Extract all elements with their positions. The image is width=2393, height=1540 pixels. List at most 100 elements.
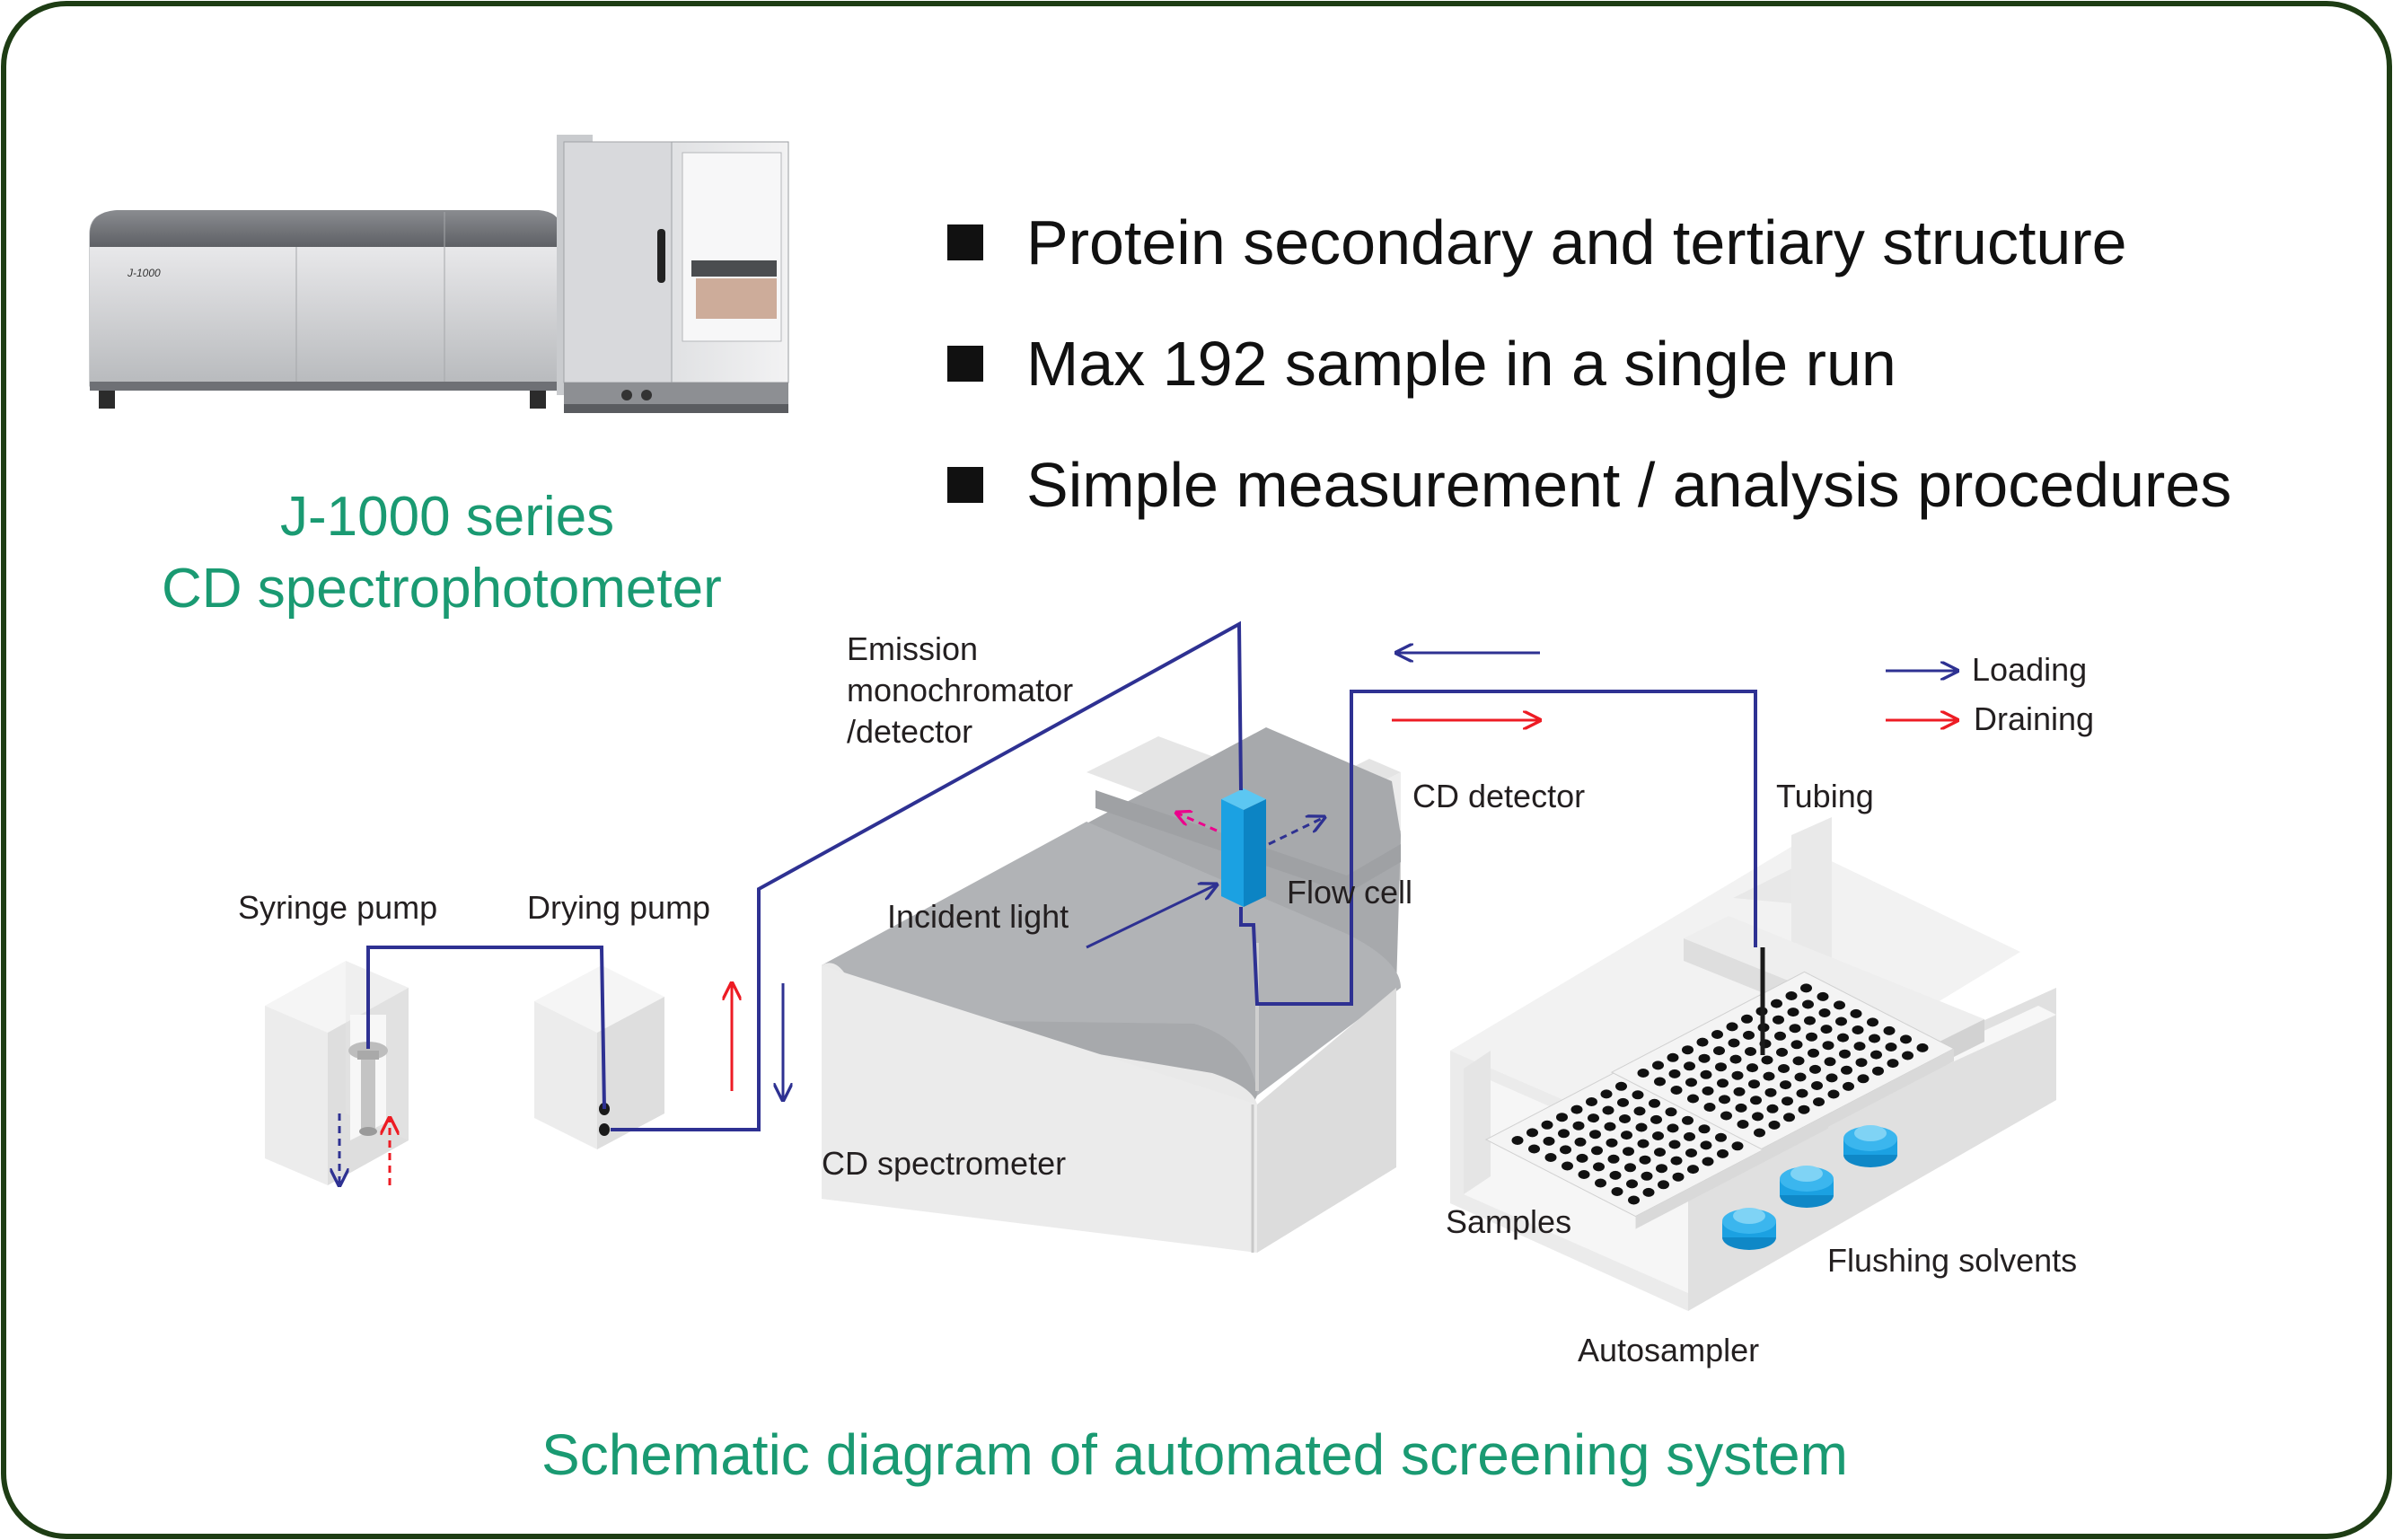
sample-well [1820, 1025, 1833, 1034]
sample-well [1668, 1069, 1681, 1078]
sample-well [1611, 1187, 1623, 1196]
sample-well [1556, 1113, 1568, 1122]
sample-well [1572, 1121, 1585, 1131]
bullet-text: Simple measurement / analysis procedures [1026, 450, 2232, 520]
sample-well [1700, 1069, 1712, 1079]
sample-well [1717, 1148, 1729, 1158]
sample-well [1639, 1155, 1651, 1165]
drying-pump [534, 965, 664, 1149]
bullet-square-icon [947, 224, 983, 260]
sample-well [1595, 1178, 1606, 1188]
sample-well [1813, 1097, 1825, 1107]
sample-well [1916, 1043, 1929, 1052]
sample-well [1834, 1000, 1845, 1010]
sample-well [1670, 1086, 1683, 1095]
sample-well [1658, 1180, 1669, 1190]
sample-well [1589, 1130, 1601, 1140]
bullet-item: Max 192 sample in a single run [947, 332, 1896, 395]
sample-well [1745, 1047, 1756, 1056]
sample-well [1726, 1022, 1738, 1032]
sample-well [1628, 1195, 1640, 1205]
sample-well [1754, 1128, 1765, 1138]
product-title-line1: J-1000 series [280, 486, 615, 548]
sample-well [1609, 1170, 1622, 1180]
sample-well [1619, 1114, 1631, 1123]
sample-well [1682, 1115, 1694, 1125]
sample-well [1771, 999, 1782, 1008]
sample-well [1731, 1141, 1744, 1151]
sample-well [1750, 1096, 1762, 1105]
sample-well [1778, 1064, 1790, 1073]
bullet-square-icon [947, 467, 983, 503]
sample-well [1790, 1040, 1803, 1050]
label-emission-line1: Emission [847, 630, 979, 667]
sample-well [1642, 1187, 1655, 1197]
bullet-item: Simple measurement / analysis procedures [947, 453, 2231, 516]
sample-well [1780, 1080, 1791, 1090]
sample-well [1637, 1069, 1650, 1078]
label-emission-line3: /detector [847, 713, 973, 750]
sample-well [1667, 1123, 1679, 1133]
sample-well [1684, 1131, 1695, 1141]
sample-well [1789, 1024, 1801, 1034]
sample-well [1796, 1088, 1808, 1098]
sample-well [1782, 1096, 1793, 1106]
sample-well [1652, 1131, 1664, 1140]
label-flushing-solvents: Flushing solvents [1827, 1242, 2078, 1279]
sample-well [1654, 1077, 1666, 1087]
sample-well [1615, 1081, 1627, 1091]
sample-well [1720, 1111, 1732, 1121]
sample-well [1763, 1071, 1775, 1081]
sample-well [1703, 1103, 1716, 1112]
sample-well [1839, 1049, 1851, 1059]
sample-well [1528, 1144, 1540, 1154]
tubing-lines [366, 620, 1765, 1131]
sample-well [1656, 1164, 1667, 1174]
sample-well [1774, 1031, 1786, 1041]
sample-well [1687, 1094, 1699, 1104]
sample-well [1800, 983, 1812, 993]
sample-well [1685, 1148, 1697, 1157]
sample-well [1735, 1103, 1747, 1113]
sample-well [1650, 1114, 1662, 1124]
sample-well [1783, 1113, 1795, 1122]
sample-well [1822, 1041, 1834, 1051]
sample-well [1869, 1034, 1880, 1043]
syringe-pump [265, 961, 409, 1185]
sample-well [1902, 1051, 1914, 1060]
sample-well [1867, 1017, 1878, 1027]
sample-well [1560, 1145, 1571, 1155]
sample-well [1719, 1095, 1730, 1104]
sample-well [1591, 1146, 1603, 1156]
legend [1886, 671, 1958, 720]
bullet-square-icon [947, 346, 983, 382]
flushing-solvent-bottles [1722, 1125, 1897, 1250]
sample-well [1672, 1172, 1685, 1182]
label-tubing: Tubing [1776, 778, 1874, 814]
sample-well [1804, 1016, 1816, 1025]
sample-well [1588, 1113, 1599, 1123]
sample-well [1562, 1161, 1573, 1171]
sample-well [1900, 1034, 1912, 1044]
sample-well [1541, 1120, 1553, 1130]
sample-well [1715, 1132, 1727, 1142]
sample-well [1741, 1014, 1753, 1024]
legend-draining-label: Draining [1974, 700, 2095, 737]
sample-well [1870, 1050, 1882, 1060]
sample-well [1887, 1059, 1899, 1069]
sample-well [1773, 1015, 1784, 1025]
sample-well [1792, 1056, 1805, 1066]
sample-well [1855, 1058, 1868, 1068]
sample-well [1717, 1078, 1729, 1088]
sample-well [1787, 1008, 1799, 1017]
sample-well [1853, 1042, 1866, 1052]
label-drying-pump: Drying pump [527, 889, 711, 926]
sample-well [1802, 999, 1814, 1009]
sample-well [1696, 1037, 1709, 1047]
sample-well [1649, 1098, 1660, 1108]
sample-well [1682, 1045, 1694, 1055]
sample-well [1818, 1008, 1831, 1017]
sample-well [1600, 1089, 1613, 1099]
sample-well [1715, 1062, 1727, 1072]
